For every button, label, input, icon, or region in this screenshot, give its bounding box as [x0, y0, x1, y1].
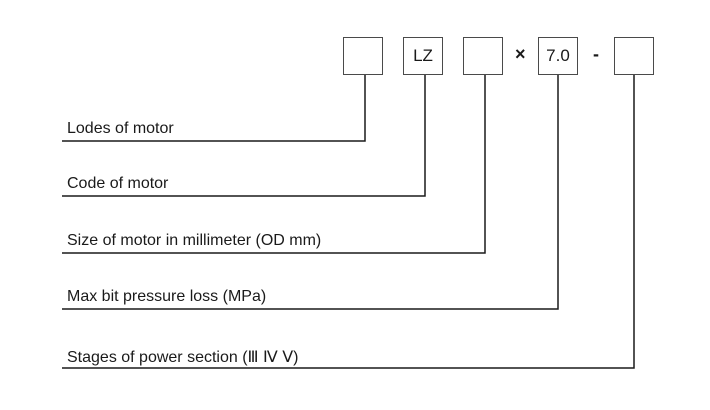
- label-size-of-motor: Size of motor in millimeter (OD mm): [67, 232, 322, 249]
- multiply-sign: ×: [515, 44, 526, 64]
- connector-size-of-motor: [62, 75, 486, 254]
- dash-sign: -: [593, 44, 599, 64]
- connector-code-of-motor: [62, 75, 426, 197]
- code-box-stages: [614, 37, 654, 75]
- label-max-bit-pressure-loss: Max bit pressure loss (MPa): [67, 288, 267, 305]
- connector-lodes-of-motor: [62, 75, 366, 142]
- code-box-pressure-loss: 7.0: [538, 37, 578, 75]
- code-box-lodes: [343, 37, 383, 75]
- label-lodes-of-motor: Lodes of motor: [67, 120, 174, 137]
- connector-stages-of-power-section: [62, 75, 635, 369]
- connector-max-bit-pressure-loss: [62, 75, 559, 310]
- code-box-size: [463, 37, 503, 75]
- code-box-code: LZ: [403, 37, 443, 75]
- label-stages-of-power-section: Stages of power section (Ⅲ Ⅳ Ⅴ): [67, 349, 299, 366]
- label-code-of-motor: Code of motor: [67, 175, 169, 192]
